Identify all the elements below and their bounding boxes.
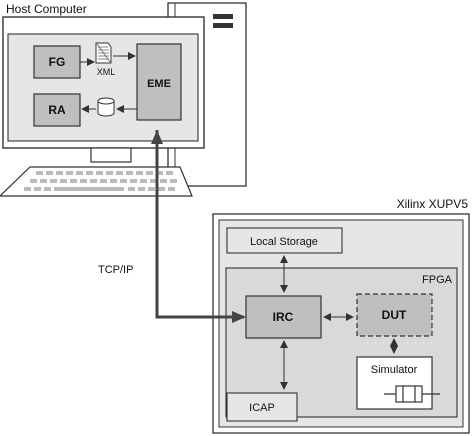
ra-box bbox=[33, 93, 81, 127]
eme-label: EME bbox=[147, 78, 171, 90]
drive-bay-icon bbox=[213, 14, 233, 19]
local-storage-box bbox=[226, 227, 343, 254]
icap-box bbox=[226, 392, 298, 422]
fpga-title: FPGA bbox=[422, 274, 453, 286]
fg-label: FG bbox=[49, 55, 66, 69]
xml-document-icon bbox=[95, 42, 112, 64]
host-computer-title: Host Computer bbox=[6, 2, 87, 16]
irc-box bbox=[245, 295, 322, 339]
simulator-label: Simulator bbox=[371, 364, 418, 376]
icap-label: ICAP bbox=[249, 402, 275, 414]
dut-box bbox=[356, 293, 433, 337]
drive-bay-icon bbox=[213, 23, 233, 28]
ra-label: RA bbox=[48, 103, 66, 117]
tcp-ip-link bbox=[155, 130, 242, 319]
tcp-ip-label: TCP/IP bbox=[98, 264, 133, 276]
irc-label: IRC bbox=[273, 310, 294, 324]
keyboard bbox=[0, 166, 193, 197]
simulator-icon bbox=[384, 385, 440, 403]
monitor-stand bbox=[90, 147, 132, 163]
eme-box bbox=[136, 43, 182, 121]
xml-label: XML bbox=[97, 67, 116, 77]
local-storage-label: Local Storage bbox=[250, 236, 318, 248]
database-icon bbox=[97, 97, 115, 117]
dut-label: DUT bbox=[382, 308, 407, 322]
board-title: Xilinx XUPV5 bbox=[397, 197, 469, 211]
